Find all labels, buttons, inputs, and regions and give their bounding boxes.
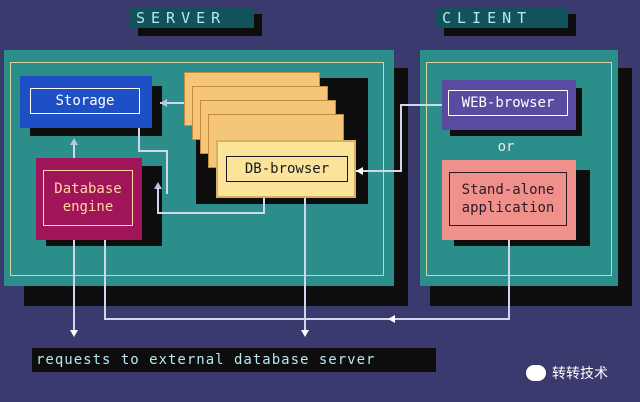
standalone-label-line1: Stand-alone (461, 182, 555, 198)
client-panel-border (426, 62, 612, 276)
standalone-label: Stand-alone application (449, 172, 567, 226)
wire-dbb-to-external (304, 198, 306, 330)
watermark: 转转技术 (526, 362, 608, 384)
web-browser-box: WEB-browser (442, 80, 576, 130)
wire-engine-down-b (104, 240, 106, 320)
server-title: SERVER (130, 8, 254, 28)
external-requests-label: requests to external database server (32, 348, 436, 372)
arrow-to-storage (160, 99, 167, 107)
db-engine-label-line2: engine (62, 199, 114, 215)
web-browser-label: WEB-browser (448, 90, 568, 116)
arrow-engine-to-external (70, 330, 78, 337)
server-panel-border (10, 62, 384, 276)
wire-web-to-dbb-h (356, 170, 400, 172)
wire-storage-to-dbb-v (138, 128, 140, 150)
db-engine-label: Database engine (43, 170, 133, 226)
wire-web-to-dbb-v (400, 104, 402, 172)
wire-dbb-to-engine-h (157, 212, 265, 214)
arrow-to-dbb-path (154, 182, 162, 189)
wire-storage-to-dbb-h (138, 150, 168, 152)
wire-web-to-dbb-h2 (400, 104, 442, 106)
db-browser-label: DB-browser (226, 156, 348, 182)
client-title: CLIENT (436, 8, 568, 28)
arrow-dbb-to-external (301, 330, 309, 337)
wire-dbb-to-engine-v2 (263, 198, 265, 214)
arrow-engine-to-storage (70, 138, 78, 145)
wire-standalone-down (508, 240, 510, 318)
wire-engine-to-storage (73, 140, 75, 158)
wire-storage-to-dbb-v2 (166, 150, 168, 194)
wire-db-browser-to-storage (160, 102, 184, 104)
wire-dbb-to-engine-v (157, 188, 159, 212)
storage-box: Storage (20, 76, 152, 128)
or-label: or (497, 139, 515, 155)
db-engine-label-line1: Database (54, 181, 122, 197)
db-engine-box: Database engine (36, 158, 142, 240)
arrow-bottom-path (388, 315, 395, 323)
db-browser-box: DB-browser (216, 140, 356, 198)
wire-engine-to-external (73, 240, 75, 330)
wechat-icon (526, 365, 546, 381)
standalone-box: Stand-alone application (442, 160, 576, 240)
storage-label: Storage (30, 88, 140, 114)
arrow-to-db-browser (356, 167, 363, 175)
watermark-text: 转转技术 (552, 366, 608, 382)
wire-bottom-h (104, 318, 510, 320)
standalone-label-line2: application (461, 200, 555, 216)
